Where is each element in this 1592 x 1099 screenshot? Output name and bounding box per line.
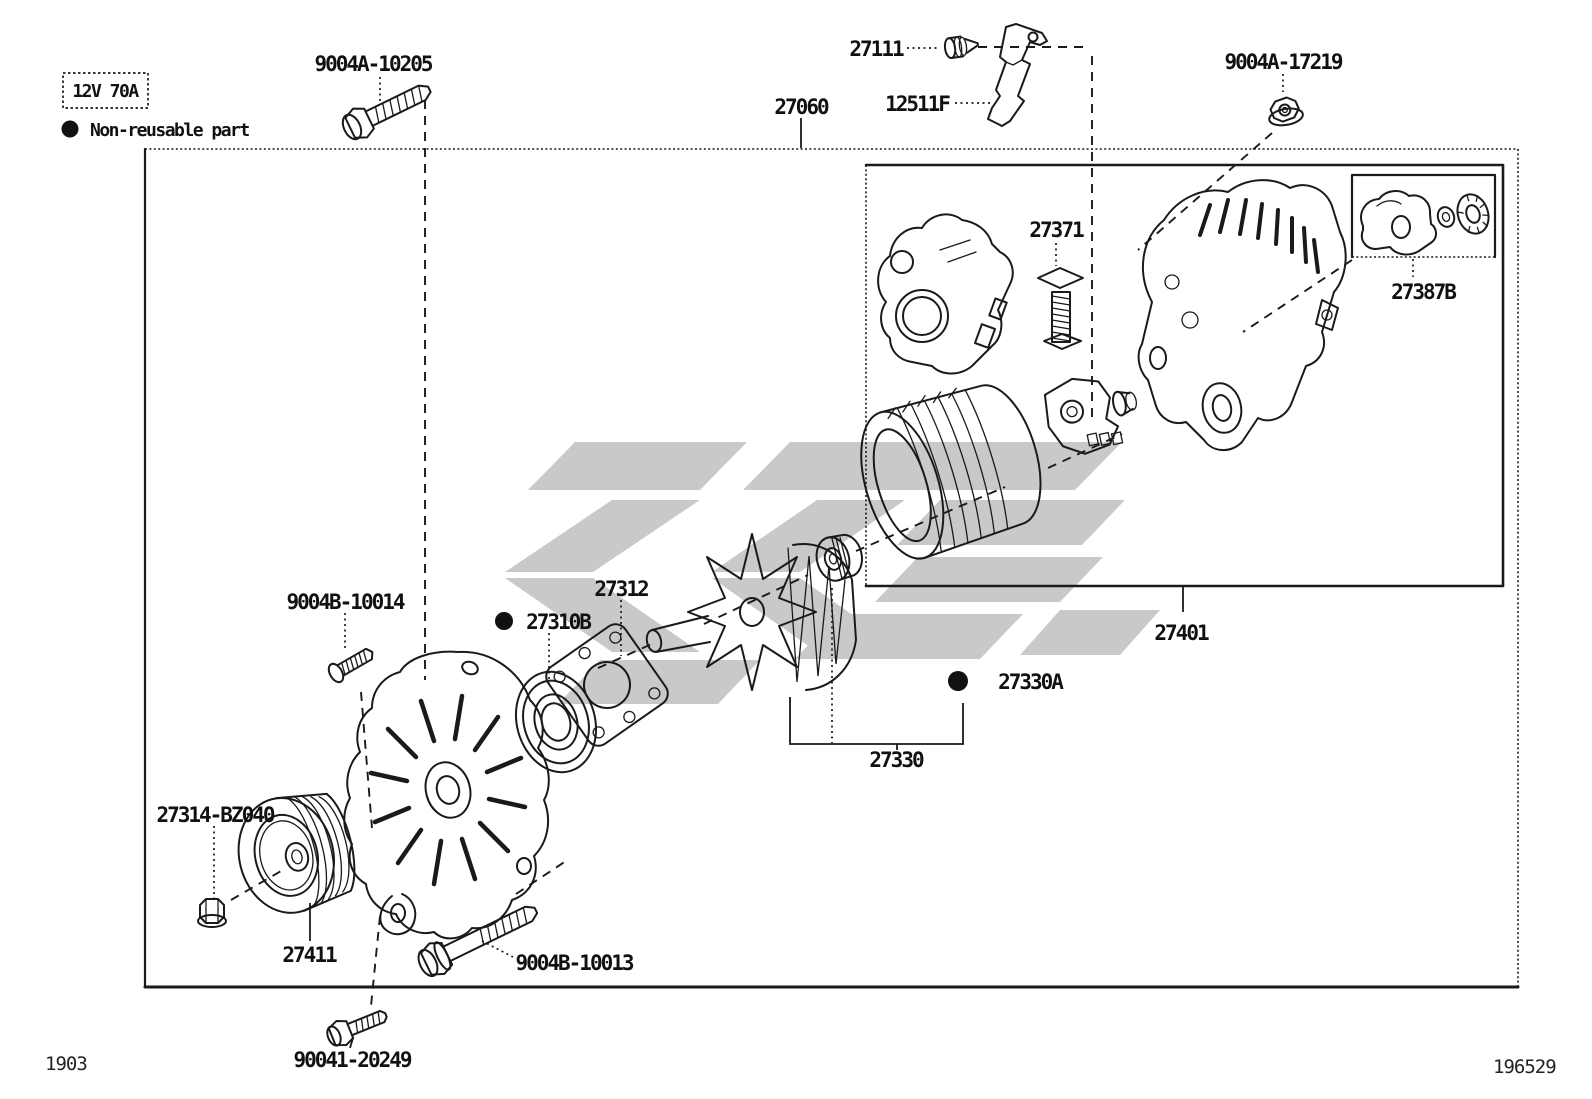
part-label-27401: 27401 [1154,621,1209,645]
part-label-27314-BZ040: 27314-BZ040 [156,803,274,827]
part-label-27310B: 27310B [526,610,591,634]
rear-bearing-27330A-drawing [815,533,863,582]
screw-9004B-10014-drawing [327,647,374,684]
rotor-27330-drawing [645,533,857,691]
part-label-27111: 27111 [849,37,904,61]
part-label-9004B-10013: 9004B-10013 [515,951,633,975]
rear-housing-drawing [1137,179,1347,451]
non-reusable-dot-legend [61,120,79,138]
nut-27314-BZ040-drawing [197,898,227,928]
part-label-90041-20249: 90041-20249 [293,1048,411,1072]
bolt-9004A-10205-drawing [341,84,432,141]
insulator-kit-27387B-drawing [1360,190,1490,256]
footer-code-left: 1903 [45,1053,87,1075]
part-label-27411: 27411 [282,943,337,967]
part-label-27060: 27060 [774,95,829,119]
part-label-27330: 27330 [869,748,924,772]
dotted-leaders [213,47,1414,958]
part-label-27387B: 27387B [1391,280,1456,304]
brush-spring-27371-drawing [1037,267,1084,350]
part-label-9004A-10205: 9004A-10205 [314,52,432,76]
kit-box-27387B [1350,173,1497,259]
watermark [505,442,1160,704]
front-housing-drawing [343,650,550,940]
voltage-badge-box [62,72,149,109]
bolt-90041-20249-drawing [326,1009,388,1047]
bearing-27310B-drawing [514,670,598,774]
stator-drawing [860,384,1042,560]
bolt-9004B-10013-drawing [417,905,539,978]
part-label-27330A: 27330A [998,670,1064,694]
non-reusable-dot-27310B [495,612,513,630]
pulley-27411-drawing [237,792,356,914]
part-label-9004A-17219: 9004A-17219 [1224,50,1342,74]
part-label-9004B-10014: 9004B-10014 [286,590,404,614]
regulator-drawing [877,213,1014,375]
part-label-27312: 27312 [594,577,648,601]
part-label-27371: 27371 [1029,218,1084,242]
non-reusable-dot-27330A [948,671,968,691]
nut-9004A-17219-drawing [1268,96,1304,127]
legend-text: Non-reusable part [90,120,249,141]
retainer-27312-drawing [545,623,669,747]
part-label-12511F: 12511F [885,92,950,116]
sensor-27111-drawing [943,35,979,60]
subassembly-box-27401 [864,163,1505,588]
bracket-12511F-drawing [987,23,1048,127]
brush-holder-drawing [1043,377,1138,455]
voltage-badge: 12V 70A [72,81,139,102]
footer-code-right: 196529 [1493,1056,1556,1078]
